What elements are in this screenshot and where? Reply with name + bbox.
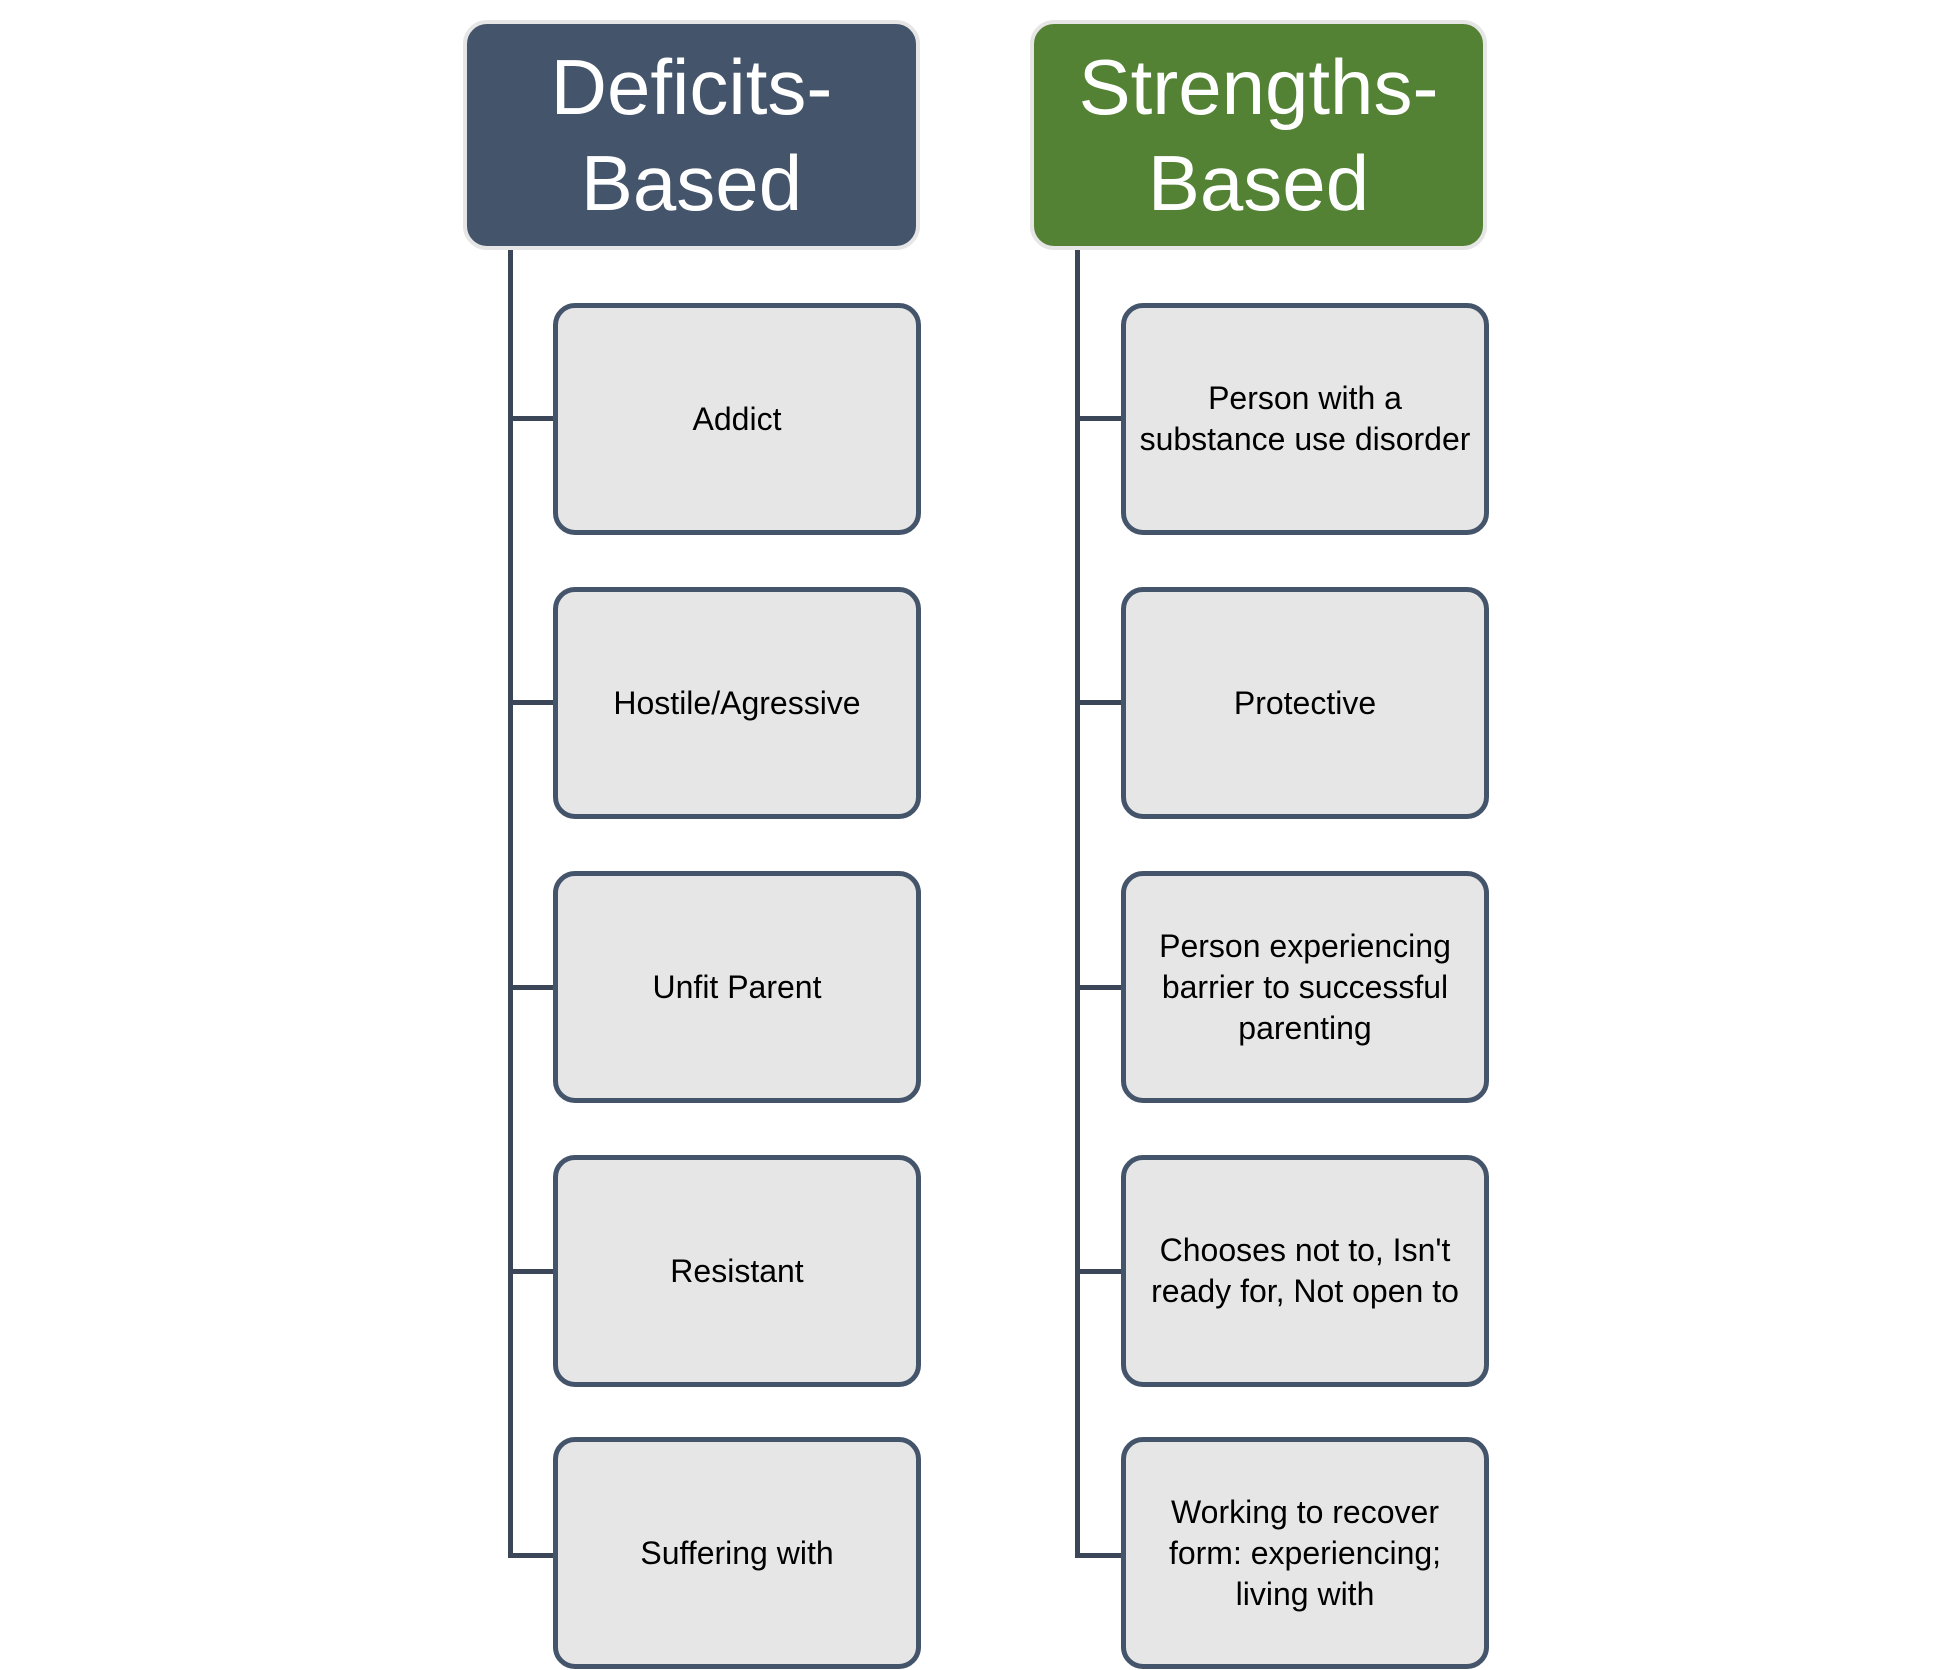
item-label: Hostile/Agressive bbox=[613, 684, 861, 721]
item-label: Working to recover form: experiencing; l… bbox=[1168, 1493, 1442, 1612]
deficits-title-line2: Based bbox=[580, 139, 803, 227]
deficits-item-addict: Addict bbox=[553, 303, 921, 535]
strengths-item-recovering: Working to recover form: experiencing; l… bbox=[1121, 1437, 1489, 1669]
deficits-title-line1: Deficits- bbox=[550, 43, 833, 131]
item-label: Person experiencing barrier to successfu… bbox=[1159, 927, 1451, 1046]
strengths-item-substance-use: Person with a substance use disorder bbox=[1121, 303, 1489, 535]
deficits-connector-branch bbox=[508, 416, 555, 421]
strengths-connector-branch bbox=[1075, 416, 1125, 421]
deficits-connector-trunk bbox=[508, 250, 513, 1557]
deficits-item-hostile: Hostile/Agressive bbox=[553, 587, 921, 819]
item-label: Person with a substance use disorder bbox=[1139, 380, 1471, 457]
strengths-connector-branch bbox=[1075, 1269, 1125, 1274]
deficits-connector-branch bbox=[508, 700, 555, 705]
strengths-item-not-ready: Chooses not to, Isn't ready for, Not ope… bbox=[1121, 1155, 1489, 1387]
deficits-header: Deficits- Based bbox=[463, 20, 920, 250]
strengths-title-line2: Based bbox=[1147, 139, 1370, 227]
strengths-item-parenting-barrier: Person experiencing barrier to successfu… bbox=[1121, 871, 1489, 1103]
item-label: Addict bbox=[692, 400, 782, 437]
item-label: Suffering with bbox=[640, 1534, 834, 1571]
strengths-header: Strengths- Based bbox=[1030, 20, 1487, 250]
item-label: Resistant bbox=[670, 1252, 804, 1289]
deficits-connector-branch bbox=[508, 1269, 555, 1274]
deficits-item-resistant: Resistant bbox=[553, 1155, 921, 1387]
strengths-connector-branch bbox=[1075, 1553, 1125, 1558]
deficits-item-unfit-parent: Unfit Parent bbox=[553, 871, 921, 1103]
strengths-connector-branch bbox=[1075, 985, 1125, 990]
item-label: Unfit Parent bbox=[652, 968, 822, 1005]
deficits-item-suffering: Suffering with bbox=[553, 1437, 921, 1669]
strengths-connector-trunk bbox=[1075, 250, 1080, 1557]
deficits-connector-branch bbox=[508, 985, 555, 990]
strengths-title-line1: Strengths- bbox=[1078, 43, 1439, 131]
item-label: Protective bbox=[1233, 684, 1377, 721]
deficits-connector-branch bbox=[508, 1553, 555, 1558]
strengths-item-protective: Protective bbox=[1121, 587, 1489, 819]
strengths-connector-branch bbox=[1075, 700, 1125, 705]
item-label: Chooses not to, Isn't ready for, Not ope… bbox=[1151, 1232, 1459, 1309]
